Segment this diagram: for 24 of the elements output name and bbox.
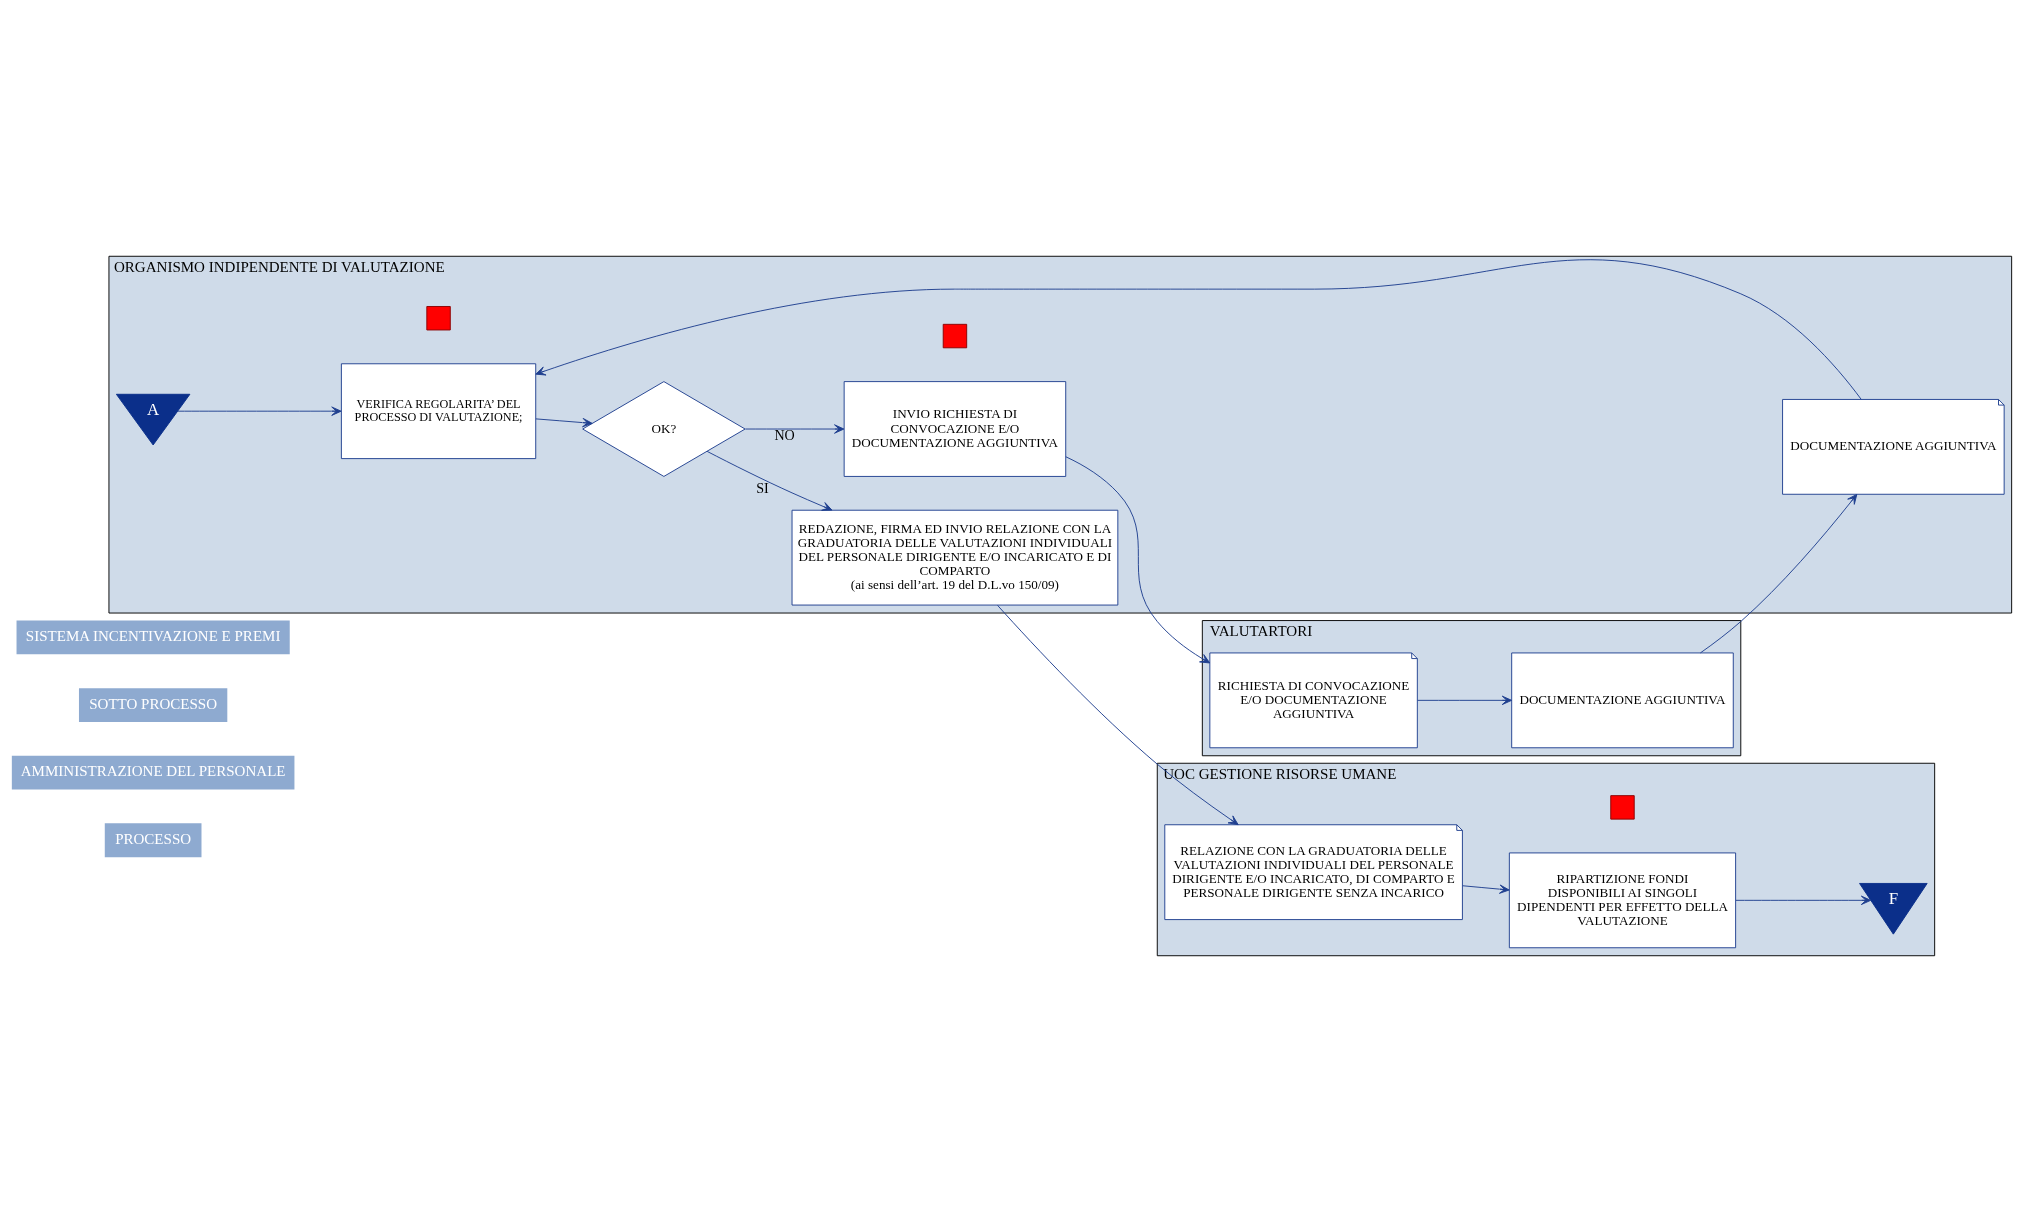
arrow bbox=[997, 604, 1239, 825]
arrow bbox=[744, 423, 845, 434]
arrow bbox=[535, 417, 593, 427]
arrow bbox=[706, 450, 833, 511]
arrow bbox=[1065, 455, 1211, 663]
edge-label: NO bbox=[774, 426, 795, 443]
edge-label: SI bbox=[756, 479, 769, 496]
node-box: INVIO RICHIESTA DI CONVOCAZIONE E/O DOCUMENTAZIONE AGGIUNTIVA bbox=[843, 380, 1067, 477]
arrow bbox=[177, 406, 342, 416]
node-box: REDAZIONE, FIRMA ED INVIO RELAZIONE CON LA GRADUATORIA DELLE VALUTAZIONI INDIVIDUALI DEL PERSONALE DIRIGENTE E/O INCARICATO E DI COMPARTO (ai sensi dell’art. 19 del D.L.vo 150/09) bbox=[791, 509, 1119, 606]
arrow bbox=[1417, 695, 1513, 705]
arrow bbox=[1735, 895, 1872, 905]
label: AMMINISTRAZIONE DEL PERSONALE bbox=[20, 762, 286, 779]
node-box bbox=[942, 323, 968, 348]
label: SOTTO PROCESSO bbox=[89, 695, 218, 712]
node-box: VERIFICA REGOLARITA’ DEL PROCESSO DI VALUTAZIONE; bbox=[340, 362, 537, 459]
label: PROCESSO bbox=[115, 830, 192, 847]
node-box bbox=[426, 305, 451, 330]
node-box bbox=[1610, 794, 1635, 820]
arrow bbox=[1462, 884, 1510, 894]
label: SISTEMA INCENTIVAZIONE E PREMI bbox=[25, 627, 281, 644]
node-box: DOCUMENTAZIONE AGGIUNTIVA bbox=[1511, 651, 1734, 748]
arrow bbox=[535, 258, 1862, 400]
node-box: RIPARTIZIONE FONDI DISPONIBILI AI SINGOLI DIPENDENTI PER EFFETTO DELLA VALUTAZIONE bbox=[1508, 851, 1737, 948]
